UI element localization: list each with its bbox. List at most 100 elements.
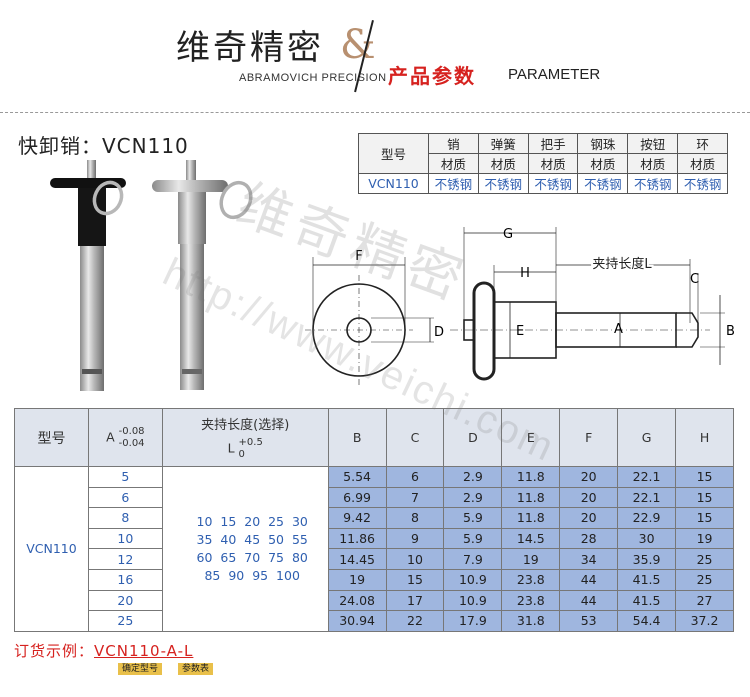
header-a-tol-bottom: -0.04 (118, 437, 145, 449)
row-value-cell: 23.8 (501, 568, 561, 591)
row-value-cell: 14.45 (327, 548, 387, 570)
order-tag-params: 参数表 (178, 663, 214, 675)
part-cell: 把手 (527, 133, 579, 154)
header-l-label: L (227, 440, 235, 456)
row-a-cell: 16 (87, 568, 163, 591)
dim-label-e: E (516, 324, 524, 339)
row-value-cell: 15 (385, 568, 445, 591)
row-value-cell: 15 (675, 466, 734, 488)
dim-label-a: A (614, 322, 623, 337)
row-value-cell: 25 (675, 548, 734, 570)
header-a-label: A (106, 429, 115, 444)
header-col: E (501, 408, 561, 467)
row-value-cell: 11.86 (327, 527, 387, 550)
header-col: G (617, 408, 677, 467)
dim-label-h: H (520, 266, 530, 281)
material-value-cell: 不锈钢 (477, 173, 529, 194)
row-value-cell: 17 (385, 589, 445, 612)
row-value-cell: 7 (385, 486, 445, 509)
row-a-cell: 5 (87, 466, 163, 488)
part-cell: 按钮 (627, 133, 679, 154)
header-col: F (559, 408, 619, 467)
row-a-cell: 8 (87, 507, 163, 529)
part-cell: 环 (677, 133, 728, 154)
l-options-line: 85 90 95 100 (204, 567, 300, 583)
section-title-cn: 产品参数 (388, 64, 476, 88)
row-a-cell: 20 (87, 589, 163, 612)
header-model: 型号 (14, 408, 89, 467)
row-value-cell: 31.8 (501, 610, 561, 632)
row-value-cell: 11.8 (501, 466, 561, 488)
row-value-cell: 19 (327, 568, 387, 591)
order-example-code: VCN110-A-L (94, 642, 194, 660)
row-value-cell: 25 (675, 568, 734, 591)
material-table: 型号 销 弹簧 把手 钢珠 按钮 环 材质 材质 材质 材质 材质 材质 VCN… (358, 133, 728, 194)
row-value-cell: 54.4 (617, 610, 677, 632)
front-view (305, 257, 434, 385)
part-cell: 弹簧 (477, 133, 529, 154)
material-value-cell: 不锈钢 (627, 173, 679, 194)
header-col: B (327, 408, 387, 467)
part-cell: 销 (428, 133, 479, 154)
header-l-tol-bottom: 0 (238, 449, 245, 460)
order-example-label: 订货示例： (14, 642, 95, 660)
row-a-cell: 12 (87, 548, 163, 570)
row-value-cell: 5.54 (327, 466, 387, 488)
row-value-cell: 19 (501, 548, 561, 570)
row-value-cell: 19 (675, 527, 734, 550)
header-separator (0, 112, 750, 113)
technical-drawing: F D G H 夹持长度L C E A B (305, 227, 735, 385)
dim-label-f: F (355, 249, 362, 264)
row-value-cell: 22.1 (617, 466, 677, 488)
row-value-cell: 22.9 (617, 507, 677, 529)
header-a-tol-top: -0.08 (118, 425, 145, 437)
dim-label-b: B (726, 324, 735, 339)
row-value-cell: 20 (559, 466, 619, 488)
row-value-cell: 10.9 (443, 589, 503, 612)
row-value-cell: 41.5 (617, 568, 677, 591)
row-value-cell: 17.9 (443, 610, 503, 632)
material-value-cell: 不锈钢 (428, 173, 479, 194)
row-value-cell: 5.9 (443, 527, 503, 550)
dim-label-d: D (434, 325, 444, 340)
material-value-cell: 不锈钢 (677, 173, 728, 194)
row-value-cell: 7.9 (443, 548, 503, 570)
row-value-cell: 15 (675, 486, 734, 509)
header-l-tol-top: +0.5 (238, 437, 263, 448)
row-value-cell: 14.5 (501, 527, 561, 550)
l-options-line: 10 15 20 25 30 (196, 513, 308, 529)
order-tag-model: 确定型号 (118, 663, 163, 675)
row-value-cell: 23.8 (501, 589, 561, 612)
row-value-cell: 22 (385, 610, 445, 632)
row-value-cell: 37.2 (675, 610, 734, 632)
side-view (450, 227, 725, 381)
brand-name-en: ABRAMOVICH PRECISION (239, 72, 387, 84)
row-a-cell: 25 (87, 610, 163, 632)
l-options-line: 60 65 70 75 80 (196, 549, 308, 565)
product-title: 快卸销：VCN110 (18, 134, 189, 158)
header-col: C (385, 408, 445, 467)
material-table-model-header: 型号 (358, 133, 429, 174)
material-model-cell: VCN110 (358, 173, 429, 194)
header-col: H (675, 408, 734, 467)
row-a-cell: 10 (87, 527, 163, 550)
pin-with-black-handle (50, 160, 126, 391)
row-value-cell: 11.8 (501, 507, 561, 529)
row-value-cell: 44 (559, 589, 619, 612)
row-value-cell: 24.08 (327, 589, 387, 612)
dim-label-g: G (503, 227, 513, 242)
row-value-cell: 2.9 (443, 466, 503, 488)
row-value-cell: 5.9 (443, 507, 503, 529)
material-label-cell: 材质 (527, 153, 579, 174)
spec-table: 型号 A -0.08 -0.04 夹持长度(选择) L +0.5 0 B C D… (14, 408, 734, 632)
material-label-cell: 材质 (677, 153, 728, 174)
dim-label-c: C (690, 272, 699, 287)
row-value-cell: 35.9 (617, 548, 677, 570)
pin-with-steel-handle (152, 160, 253, 390)
